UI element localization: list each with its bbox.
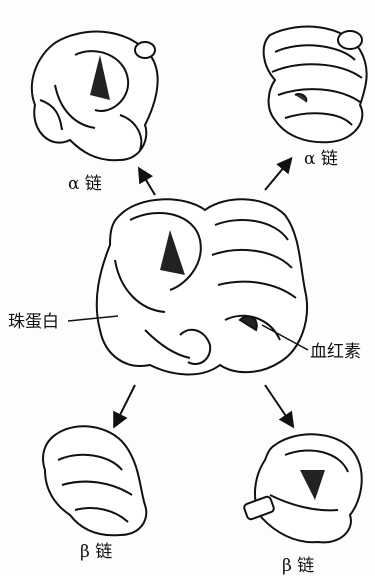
label-alpha-right: α 链	[304, 151, 338, 168]
label-globin: 珠蛋白	[8, 314, 59, 331]
beta-chain-right	[243, 434, 362, 542]
label-beta-left: β 链	[80, 544, 112, 561]
label-heme: 血红素	[310, 344, 361, 361]
beta-chain-left	[43, 426, 146, 535]
alpha-chain-left	[32, 32, 158, 161]
hemoglobin-center	[97, 199, 307, 374]
label-beta-right: β 链	[282, 558, 314, 575]
label-alpha-left: α 链	[68, 176, 102, 193]
alpha-chain-right	[264, 27, 367, 143]
arrow-to-beta-left	[115, 385, 135, 425]
arrow-to-alpha-right	[265, 160, 290, 190]
arrow-to-beta-right	[265, 385, 292, 425]
arrow-to-alpha-left	[140, 170, 155, 195]
